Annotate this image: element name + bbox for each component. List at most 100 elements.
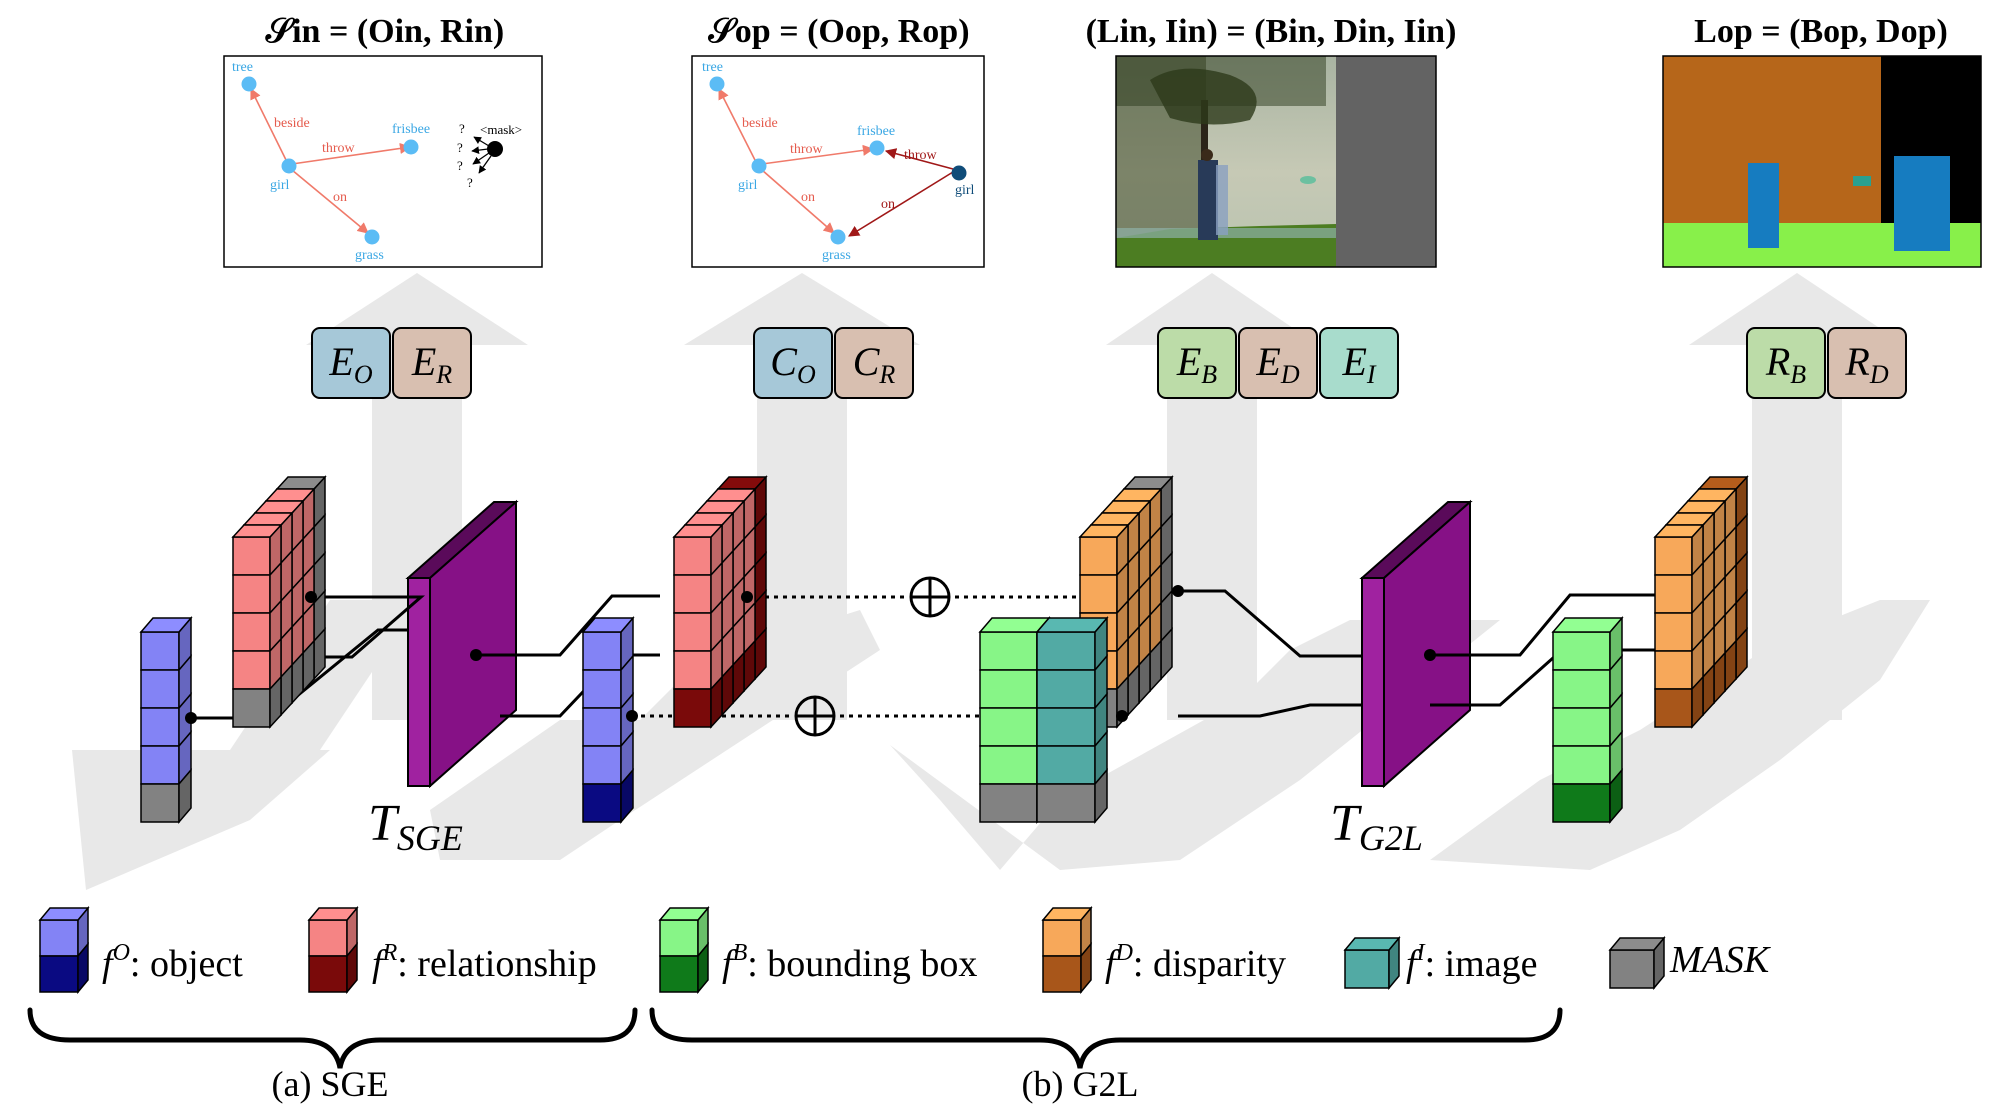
q1: ?: [459, 121, 465, 136]
sge-in-title: 𝒮in = (Oin, Rin): [265, 13, 504, 50]
bbox-stack-in-layer-cell: [979, 745, 1038, 785]
legend-relationship-cube-layer-side: [346, 941, 358, 995]
object-stack-out-layer-cell: [582, 745, 622, 785]
legend-bbox-cube-layer-side: [697, 941, 709, 995]
panel-titles: 𝒮in = (Oin, Rin) 𝒮op = (Oop, Rop) (Lin, …: [265, 13, 1948, 50]
disparity-block-out-layer-cell: [1654, 536, 1693, 576]
object-stack-in-layer-top: [139, 617, 193, 633]
disparity-block-out-layer-cell: [1654, 688, 1693, 728]
layout-in-title: (Lin, Iin) = (Bin, Din, Iin): [1086, 13, 1457, 50]
decoder-rd: [1827, 327, 1907, 399]
object-stack-out-layer-cell: [582, 783, 622, 823]
encoder-ei-label: EI: [1341, 339, 1376, 389]
op-label-on-new: on: [881, 197, 895, 212]
legend-cubes: [38, 905, 1666, 995]
legend-object-cube-layer-side: [77, 941, 89, 995]
bbox-stack-out-layer-cell: [1552, 783, 1611, 823]
legend-relationship-cube-layer-top: [307, 907, 359, 921]
bbox-stack-out-layer-cell: [1552, 745, 1611, 785]
encoder-co-label: CO: [770, 339, 816, 389]
disparity-block-in-layer-top: [1078, 524, 1130, 538]
encoder-cr: [834, 327, 914, 399]
label-girl: girl: [270, 178, 290, 193]
legend-object-cube-layer-top: [38, 907, 90, 921]
scene-graph-output-panel: tree girl frisbee grass girl beside thro…: [691, 55, 985, 268]
caption-g2l: (b) G2L: [1022, 1064, 1139, 1104]
disparity-block-out-layer-cell: [1654, 650, 1693, 690]
decoder-rb-label: RB: [1765, 339, 1806, 389]
object-stack-in-layer-side: [178, 767, 192, 825]
relationship-block-out-layer-cell: [673, 536, 712, 576]
image-stack-in-layer-cell: [1036, 745, 1096, 785]
legend-relationship-cube: [307, 905, 359, 995]
legend-object-cube: [38, 905, 90, 995]
encoder-eo: [311, 327, 391, 399]
bbox-stack-in-layer-cell: [979, 707, 1038, 747]
disparity-block-in-layer-cell: [1079, 536, 1118, 576]
legend-disparity: fD: disparity: [1105, 940, 1286, 985]
scene-graph-input-panel: tree girl frisbee grass beside throw on …: [223, 55, 543, 268]
object-stack-in-layer-cell: [140, 783, 180, 823]
legend-bbox-cube-layer-cell: [659, 955, 699, 993]
legend-bbox-cube-layer-top: [658, 907, 710, 921]
label-on: on: [333, 190, 347, 205]
encoder-eb: [1157, 327, 1237, 399]
legend-object-cube-layer-cell: [39, 955, 79, 993]
op-node-tree: [709, 76, 725, 92]
relationship-block-out: [672, 475, 768, 729]
relationship-block-out-layer-cell: [673, 650, 712, 690]
relationship-block-out-layer-top: [672, 524, 724, 538]
object-stack-out-layer-cell: [582, 631, 622, 671]
legend-mask-cube-layer-top: [1608, 937, 1666, 951]
sge-op-title: 𝒮op = (Oop, Rop): [707, 13, 969, 50]
disparity-block-in-layer-cell: [1079, 574, 1118, 614]
legend-relationship-cube-layer-cell: [308, 919, 348, 957]
op-label-throw-new: throw: [904, 148, 938, 163]
object-stack-out-layer-top: [581, 617, 635, 633]
label-throw: throw: [322, 141, 356, 156]
disparity-block-out-layer-cell: [1654, 612, 1693, 652]
op-node-grass: [830, 229, 846, 245]
transformer-sge: [405, 499, 519, 789]
legend-object: fO: object: [102, 940, 243, 985]
op-label-on: on: [801, 190, 815, 205]
encoder-ed: [1238, 327, 1318, 399]
floor-arrow-3: [890, 620, 1500, 870]
relationship-block-out-layer-cell: [673, 574, 712, 614]
legend-image: fI: image: [1406, 940, 1537, 985]
image-stack-in-layer-cell: [1036, 631, 1096, 671]
node-mask: [487, 141, 503, 157]
image-stack-in: [1035, 615, 1109, 825]
legend-image-cube: [1343, 935, 1401, 991]
input-image-panel: [1115, 55, 1437, 268]
encoder-ei: [1319, 327, 1399, 399]
relationship-block-out-layer-cell: [673, 612, 712, 652]
legend-bbox: fB: bounding box: [722, 940, 977, 985]
decoder-rd-label: RD: [1844, 339, 1888, 389]
encoder-er: [392, 327, 472, 399]
transformer-g2l-label: TG2L: [1330, 795, 1423, 858]
bbox-stack-out-layer-side: [1609, 767, 1623, 825]
legend-disparity-cube-layer-cell: [1042, 919, 1082, 957]
disparity-block-out-layer-top: [1653, 524, 1705, 538]
disparity-block-out-layer-side: [1691, 675, 1704, 729]
background-flow-arrows: [72, 273, 1930, 890]
relationship-block-in-layer-top: [231, 524, 283, 538]
legend-disparity-cube-layer-side: [1080, 941, 1092, 995]
relationship-block-in-layer-side: [269, 675, 282, 729]
legend-disparity-cube-layer-cell: [1042, 955, 1082, 993]
encoder-eb-label: EB: [1176, 339, 1217, 389]
label-mask: <mask>: [480, 122, 522, 137]
q4: ?: [467, 175, 473, 190]
object-stack-out: [581, 615, 635, 825]
image-stack-in-layer-top: [1035, 617, 1109, 633]
bbox-stack-out-layer-cell: [1552, 631, 1611, 671]
legend-object-cube-layer-cell: [39, 919, 79, 957]
encoder-boxes: [311, 327, 1907, 399]
relationship-block-in-layer-cell: [232, 574, 271, 614]
label-tree: tree: [232, 60, 253, 75]
encoder-cr-label: CR: [853, 339, 896, 389]
bbox-stack-out-layer-cell: [1552, 669, 1611, 709]
relationship-block-out-layer-side: [710, 675, 723, 729]
plus-operators: [794, 576, 951, 737]
